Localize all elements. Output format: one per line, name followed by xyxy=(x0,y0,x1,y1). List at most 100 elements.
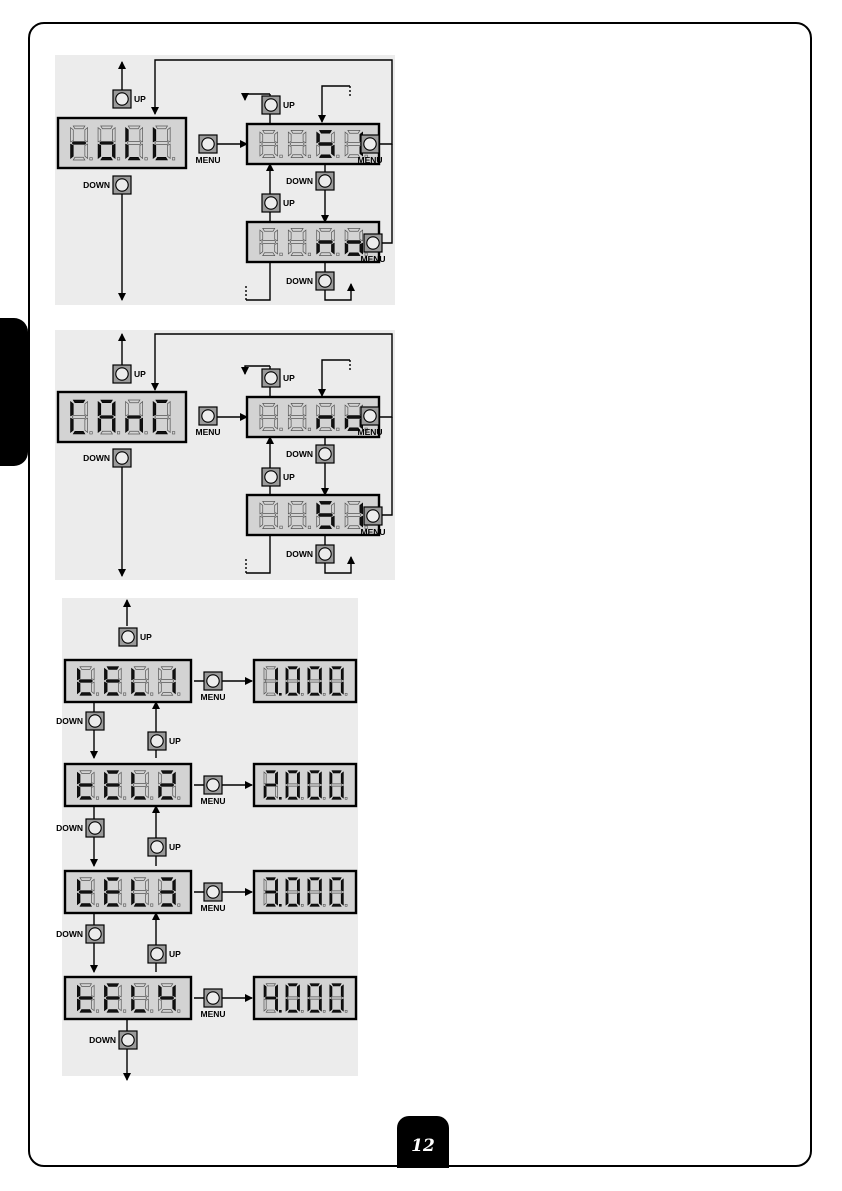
up-button-label: UP xyxy=(140,632,152,642)
button-knob-icon xyxy=(207,675,219,687)
button-knob-icon xyxy=(265,197,277,209)
decimal-point xyxy=(308,253,311,256)
display-tel3 xyxy=(65,871,191,913)
button-knob-icon xyxy=(151,735,163,747)
decimal-point xyxy=(123,797,125,799)
decimal-point xyxy=(279,693,281,695)
display-tel3-val xyxy=(254,871,356,913)
button-knob-icon xyxy=(367,237,379,249)
up-button-label: UP xyxy=(134,369,146,379)
menu-button-label: MENU xyxy=(200,1009,225,1019)
decimal-point xyxy=(178,797,180,799)
up-button-label: UP xyxy=(283,373,295,383)
down-button-label: DOWN xyxy=(286,449,313,459)
decimal-point xyxy=(123,693,125,695)
decimal-point xyxy=(280,253,283,256)
button-knob-icon xyxy=(367,510,379,522)
display-canc xyxy=(58,392,186,442)
decimal-point xyxy=(337,428,340,431)
decimal-point xyxy=(279,1010,281,1012)
decimal-point xyxy=(150,1010,152,1012)
button-knob-icon xyxy=(265,372,277,384)
menu-button-label: MENU xyxy=(195,155,220,165)
decimal-point xyxy=(345,797,347,799)
menu-button[interactable]: MENU xyxy=(200,776,225,806)
decimal-point xyxy=(178,693,180,695)
down-button-label: DOWN xyxy=(286,176,313,186)
decimal-point xyxy=(301,904,303,906)
decimal-point xyxy=(279,904,281,906)
display-tel1 xyxy=(65,660,191,702)
button-knob-icon xyxy=(265,471,277,483)
button-knob-icon xyxy=(89,928,101,940)
menu-button-label: MENU xyxy=(360,527,385,537)
decimal-point xyxy=(150,904,152,906)
button-knob-icon xyxy=(202,410,214,422)
menu-button-label: MENU xyxy=(357,155,382,165)
page-number: 12 xyxy=(397,1136,449,1156)
decimal-point xyxy=(279,797,281,799)
button-knob-icon xyxy=(207,992,219,1004)
menu-button-label: MENU xyxy=(360,254,385,264)
button-knob-icon xyxy=(265,99,277,111)
button-knob-icon xyxy=(116,452,128,464)
menu-button[interactable]: MENU xyxy=(360,507,385,537)
decimal-point xyxy=(280,428,283,431)
down-button-label: DOWN xyxy=(83,180,110,190)
down-button-label: DOWN xyxy=(83,453,110,463)
up-button-label: UP xyxy=(169,842,181,852)
up-button-label: UP xyxy=(283,100,295,110)
down-button-label: DOWN xyxy=(89,1035,116,1045)
display-roll xyxy=(58,118,186,168)
decimal-point xyxy=(145,158,147,160)
down-button-label: DOWN xyxy=(56,929,83,939)
menu-button[interactable]: MENU xyxy=(195,407,220,437)
menu-button[interactable]: MENU xyxy=(200,883,225,913)
decimal-point xyxy=(345,904,347,906)
decimal-point xyxy=(301,797,303,799)
button-knob-icon xyxy=(202,138,214,150)
button-knob-icon xyxy=(89,715,101,727)
decimal-point xyxy=(323,904,325,906)
decimal-point xyxy=(150,797,152,799)
button-knob-icon xyxy=(116,368,128,380)
decimal-point xyxy=(308,526,311,529)
display-tel2 xyxy=(65,764,191,806)
decimal-point xyxy=(337,253,340,256)
menu-button[interactable]: MENU xyxy=(200,989,225,1019)
menu-button[interactable]: MENU xyxy=(360,234,385,264)
decimal-point xyxy=(96,904,98,906)
button-knob-icon xyxy=(364,410,376,422)
decimal-point xyxy=(117,158,119,160)
down-button-label: DOWN xyxy=(286,549,313,559)
menu-button[interactable]: MENU xyxy=(357,407,382,437)
menu-button[interactable]: MENU xyxy=(200,672,225,702)
menu-button-label: MENU xyxy=(200,796,225,806)
display-tel2-val xyxy=(254,764,356,806)
decimal-point xyxy=(301,1010,303,1012)
decimal-point xyxy=(90,158,92,160)
display-tel4-val xyxy=(254,977,356,1019)
up-button-label: UP xyxy=(134,94,146,104)
decimal-point xyxy=(123,904,125,906)
button-knob-icon xyxy=(122,631,134,643)
menu-button-label: MENU xyxy=(357,427,382,437)
decimal-point xyxy=(123,1010,125,1012)
button-knob-icon xyxy=(319,548,331,560)
decimal-point xyxy=(172,432,174,434)
up-button-label: UP xyxy=(283,198,295,208)
decimal-point xyxy=(308,155,311,158)
display-tel1-val xyxy=(254,660,356,702)
decimal-point xyxy=(172,158,174,160)
decimal-point xyxy=(280,155,283,158)
menu-button[interactable]: MENU xyxy=(195,135,220,165)
decimal-point xyxy=(117,432,119,434)
up-button-label: UP xyxy=(169,736,181,746)
button-knob-icon xyxy=(151,948,163,960)
decimal-point xyxy=(96,797,98,799)
decimal-point xyxy=(280,526,283,529)
menu-button-label: MENU xyxy=(200,692,225,702)
menu-button[interactable]: MENU xyxy=(357,135,382,165)
decimal-point xyxy=(96,1010,98,1012)
